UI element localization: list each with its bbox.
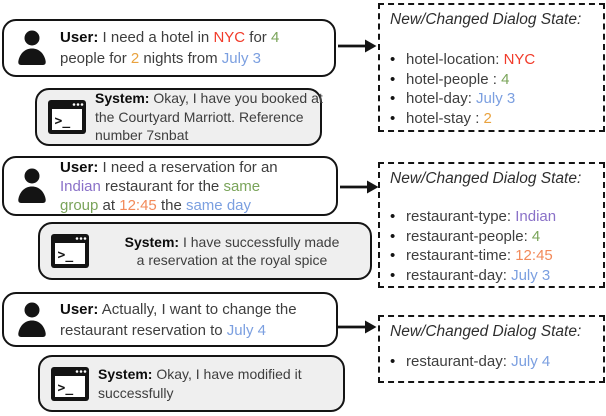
state-box-title: New/Changed Dialog State: bbox=[390, 170, 582, 187]
svg-text:>_: >_ bbox=[58, 248, 74, 263]
user-icon bbox=[16, 29, 48, 67]
state-item-text: restaurant-day: July 3 bbox=[406, 266, 551, 284]
bullet-marker: • bbox=[390, 109, 396, 127]
bullet-marker: • bbox=[390, 90, 396, 107]
state-item-text: restaurant-people: 4 bbox=[406, 227, 541, 245]
user-icon bbox=[16, 167, 48, 205]
state-item-text: hotel-day: July 3 bbox=[406, 90, 516, 107]
state-box-title: New/Changed Dialog State: bbox=[390, 11, 582, 28]
terminal-icon: >_ bbox=[50, 366, 90, 402]
terminal-icon: >_ bbox=[50, 233, 90, 269]
state-item-text: hotel-stay : 2 bbox=[406, 109, 492, 127]
bullet-marker: • bbox=[390, 353, 396, 370]
arrow-right-icon bbox=[337, 36, 377, 56]
dialog-state-box-2: New/Changed Dialog State: • restaurant-t… bbox=[378, 162, 605, 288]
state-item-text: restaurant-type: Indian bbox=[406, 208, 557, 225]
state-item: • hotel-people : 4 bbox=[390, 70, 595, 90]
state-item-text: restaurant-day: July 4 bbox=[406, 353, 551, 370]
state-item: • restaurant-type: Indian bbox=[390, 207, 595, 227]
state-item: • restaurant-time: 12:45 bbox=[390, 246, 595, 266]
arrow-right-icon bbox=[339, 177, 379, 197]
bullet-marker: • bbox=[390, 266, 396, 284]
bullet-marker: • bbox=[390, 247, 396, 264]
state-item: • hotel-day: July 3 bbox=[390, 89, 595, 109]
user-icon bbox=[16, 301, 48, 339]
bullet-marker: • bbox=[390, 227, 396, 245]
state-item: • hotel-location: NYC bbox=[390, 50, 595, 70]
state-item: • restaurant-day: July 3 bbox=[390, 266, 595, 286]
svg-text:>_: >_ bbox=[55, 114, 71, 129]
svg-text:>_: >_ bbox=[58, 381, 74, 396]
bullet-marker: • bbox=[390, 70, 396, 88]
dialog-state-box-1: New/Changed Dialog State: • hotel-locati… bbox=[378, 3, 605, 132]
state-item-text: hotel-people : 4 bbox=[406, 70, 510, 88]
arrow-right-icon bbox=[337, 317, 377, 337]
dialog-state-box-3: New/Changed Dialog State: • restaurant-d… bbox=[378, 315, 605, 383]
state-item: • hotel-stay : 2 bbox=[390, 109, 595, 129]
state-item: • restaurant-day: July 4 bbox=[390, 352, 595, 372]
state-item-text: hotel-location: NYC bbox=[406, 51, 536, 68]
state-item: • restaurant-people: 4 bbox=[390, 227, 595, 247]
bullet-marker: • bbox=[390, 51, 396, 68]
state-item-text: restaurant-time: 12:45 bbox=[406, 247, 553, 264]
terminal-icon: >_ bbox=[47, 99, 87, 135]
bullet-marker: • bbox=[390, 208, 396, 225]
state-box-title: New/Changed Dialog State: bbox=[390, 323, 582, 340]
